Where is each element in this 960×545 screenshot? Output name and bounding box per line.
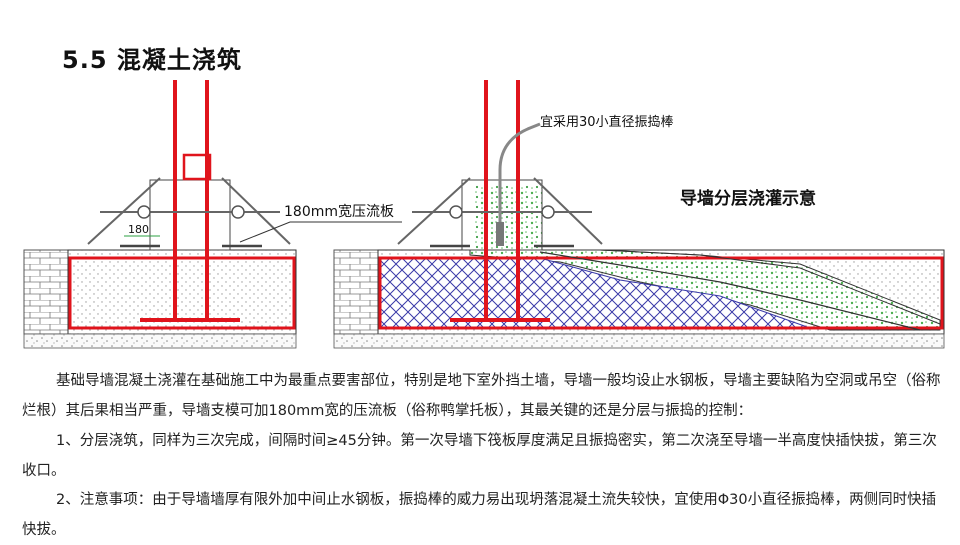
right-gravel (333, 333, 945, 349)
paragraph-intro-text: 基础导墙混凝土浇灌在基础施工中为最重点要害部位，特别是地下室外挡土墙，导墙一般均… (22, 373, 941, 419)
left-waterstop (182, 153, 212, 181)
left-brace (221, 177, 291, 245)
left-brick-wall (23, 249, 69, 335)
left-diagram: 180 180mm宽压流板 (23, 80, 402, 349)
slope-line (539, 251, 921, 331)
right-brace (533, 177, 603, 245)
right-diagram: 宜采用30小直径振捣棒 导墙分层浇灌示意 (333, 80, 945, 349)
vibrator-rod (498, 122, 541, 240)
left-brace (87, 177, 161, 245)
right-brick-wall (333, 249, 379, 335)
label-180: 180 (128, 223, 149, 236)
label-layered: 导墙分层浇灌示意 (680, 188, 816, 209)
left-gravel (23, 333, 297, 349)
guide-wall-diagram: 180 180mm宽压流板 (23, 80, 945, 349)
section-title: 5.5 混凝土浇筑 (62, 46, 242, 74)
label-vibrator: 宜采用30小直径振捣棒 (540, 114, 674, 130)
label-180mm: 180mm宽压流板 (284, 203, 394, 220)
paragraph-layered-text: 1、分层浇筑，同样为三次完成，间隔时间≥45分钟。第一次导墙下筏板厚度满足且振捣… (22, 433, 937, 479)
paragraph-intro: 基础导墙混凝土浇灌在基础施工中为最重点要害部位，特别是地下室外挡土墙，导墙一般均… (22, 366, 942, 426)
paragraph-notes-text: 2、注意事项：由于导墙墙厚有限外加中间止水钢板，振捣棒的威力易出现坍落混凝土流失… (22, 492, 937, 538)
leader-180mm (239, 221, 402, 243)
right-brace (397, 177, 471, 245)
paragraph-layered: 1、分层浇筑，同样为三次完成，间隔时间≥45分钟。第一次导墙下筏板厚度满足且振捣… (22, 426, 942, 486)
paragraph-notes: 2、注意事项：由于导墙墙厚有限外加中间止水钢板，振捣棒的威力易出现坍落混凝土流失… (22, 485, 942, 545)
left-form-outline (149, 179, 231, 251)
